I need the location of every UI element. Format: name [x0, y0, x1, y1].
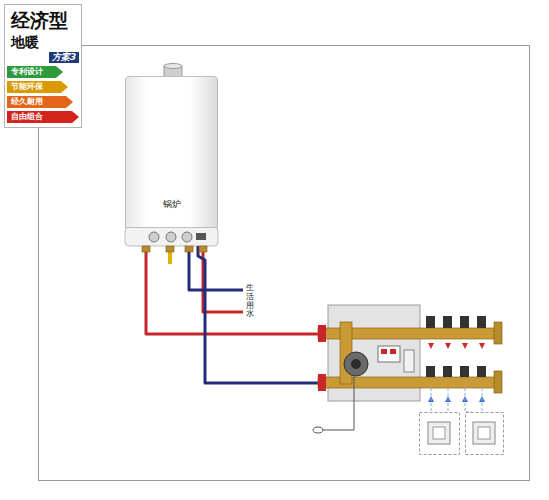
drawing-part: [428, 343, 434, 349]
drawing-part: [318, 325, 326, 342]
drawing-part: [351, 359, 361, 369]
drawing-part: [477, 316, 486, 328]
badge-text: 地暖: [11, 34, 39, 50]
drawing-part: [404, 350, 414, 372]
drawing-part: [460, 316, 469, 328]
drawing-part: [166, 232, 176, 242]
drawing-part: [479, 343, 485, 349]
pipes: [146, 246, 324, 383]
mixing-unit: [340, 322, 414, 384]
drawing-part: [426, 316, 435, 328]
return-arrows: [428, 396, 485, 402]
drawing-part: [445, 343, 451, 349]
drawing-part: [460, 366, 469, 377]
drawing-part: [466, 413, 504, 455]
drawing-part: [494, 371, 502, 393]
drawing-part: [494, 322, 502, 344]
feature-bar: 自由组合: [7, 111, 79, 123]
drawing-part: [462, 343, 468, 349]
pipe-fittings: [142, 246, 207, 252]
flow-arrows: [428, 343, 485, 349]
drawing-part: [431, 388, 432, 412]
drawing-part: [482, 388, 483, 412]
drawing-part: [182, 232, 192, 242]
drawing-part: [318, 374, 326, 391]
drawing-part: [166, 246, 174, 252]
feature-label: 自由组合: [7, 111, 79, 123]
knobs: [149, 232, 206, 242]
scheme-badge: 经济型地暖方案3 专利设计节能环保经久耐用自由组合: [4, 4, 82, 128]
drawing-part: [146, 246, 324, 334]
drawing-part: [344, 352, 368, 376]
feature-bar: 经久耐用: [7, 96, 73, 108]
frame: [39, 46, 530, 481]
drawing-part: [198, 246, 324, 383]
loop-pipes: [431, 388, 482, 412]
drawing-part: [149, 232, 159, 242]
manifold-bars: [318, 322, 502, 393]
drawing-part: [390, 349, 396, 354]
drawing-part: [203, 246, 243, 312]
drawing-part: [196, 233, 206, 240]
feature-bar: 专利设计: [7, 66, 63, 78]
drawing-part: [477, 366, 486, 377]
drawing-part: [443, 366, 452, 377]
drawing-part: [378, 346, 400, 362]
boiler-unit: 锅炉: [125, 76, 218, 228]
drawing-part: [185, 246, 193, 252]
drawing-part: [199, 246, 207, 252]
sensor-wire: [322, 376, 354, 430]
drawing-part: [443, 316, 452, 328]
drawing-part: [381, 349, 387, 354]
drawing-part: [433, 427, 445, 439]
drawing-part: [473, 422, 495, 444]
room-symbols: [420, 413, 504, 455]
flue-top: [164, 64, 182, 69]
feature-label: 节能环保: [7, 81, 68, 93]
sensor-probe: [313, 427, 323, 433]
pipe-label: 生活用水: [246, 284, 254, 319]
drawing-part: [426, 366, 435, 377]
drawing-part: [142, 246, 150, 252]
feature-label: 专利设计: [7, 66, 63, 78]
drawing-part: [428, 422, 450, 444]
feature-label: 经久耐用: [7, 96, 73, 108]
badge-text: 经济型: [11, 9, 68, 31]
loop-valves: [426, 316, 486, 377]
control-panel: [125, 227, 218, 246]
drawing-part: [478, 427, 490, 439]
badge-text: 方案3: [49, 52, 79, 63]
drawing-part: [465, 388, 472, 412]
drawing-part: [448, 388, 449, 412]
boiler-label: 锅炉: [126, 199, 217, 210]
drawing-part: [420, 413, 460, 455]
feature-bar: 节能环保: [7, 81, 68, 93]
